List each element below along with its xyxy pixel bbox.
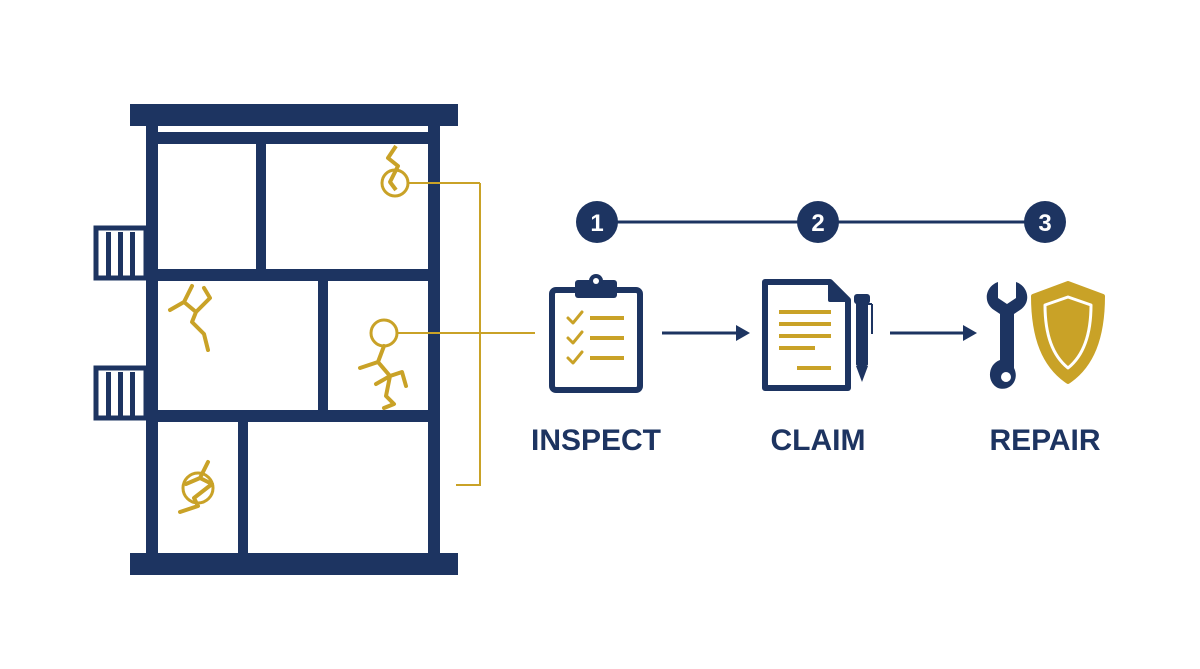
building-roof xyxy=(130,104,458,126)
step-2-label: CLAIM xyxy=(771,424,866,457)
floor-slab-1 xyxy=(146,132,440,144)
step-3-badge: 3 xyxy=(1024,201,1066,243)
balcony-lower xyxy=(93,365,149,421)
arrow-inspect-to-claim xyxy=(662,325,750,341)
inspection-leader-lines xyxy=(397,182,535,486)
step-2-badge: 2 xyxy=(797,201,839,243)
crack-middle-left xyxy=(168,284,212,352)
step-3-label: REPAIR xyxy=(989,424,1100,457)
partition-middle xyxy=(318,281,328,410)
clipboard-checklist-icon xyxy=(549,274,643,393)
crack-lower-left xyxy=(178,460,215,514)
building-base xyxy=(130,553,458,575)
document-pen-icon xyxy=(762,279,873,391)
balcony-upper xyxy=(93,225,149,281)
inspection-marker-middle xyxy=(369,318,399,348)
floor-slab-3 xyxy=(146,410,440,422)
window-slits xyxy=(149,169,439,511)
building-wall-left xyxy=(146,126,158,553)
arrow-claim-to-repair xyxy=(890,325,977,341)
step-3-number: 3 xyxy=(1038,210,1051,237)
floor-slab-2 xyxy=(146,269,440,281)
step-1-number: 1 xyxy=(590,210,603,237)
crack-middle-right xyxy=(358,344,408,410)
process-timeline: 1 2 3 xyxy=(576,201,1066,243)
step-1-badge: 1 xyxy=(576,201,618,243)
partition-bottom xyxy=(238,422,248,553)
partition-top xyxy=(256,144,266,269)
step-2-number: 2 xyxy=(811,210,824,237)
building-cross-section xyxy=(93,104,535,575)
crack-upper-right xyxy=(386,144,400,192)
step-1-label: INSPECT xyxy=(531,424,661,457)
wrench-shield-icon xyxy=(986,281,1105,389)
